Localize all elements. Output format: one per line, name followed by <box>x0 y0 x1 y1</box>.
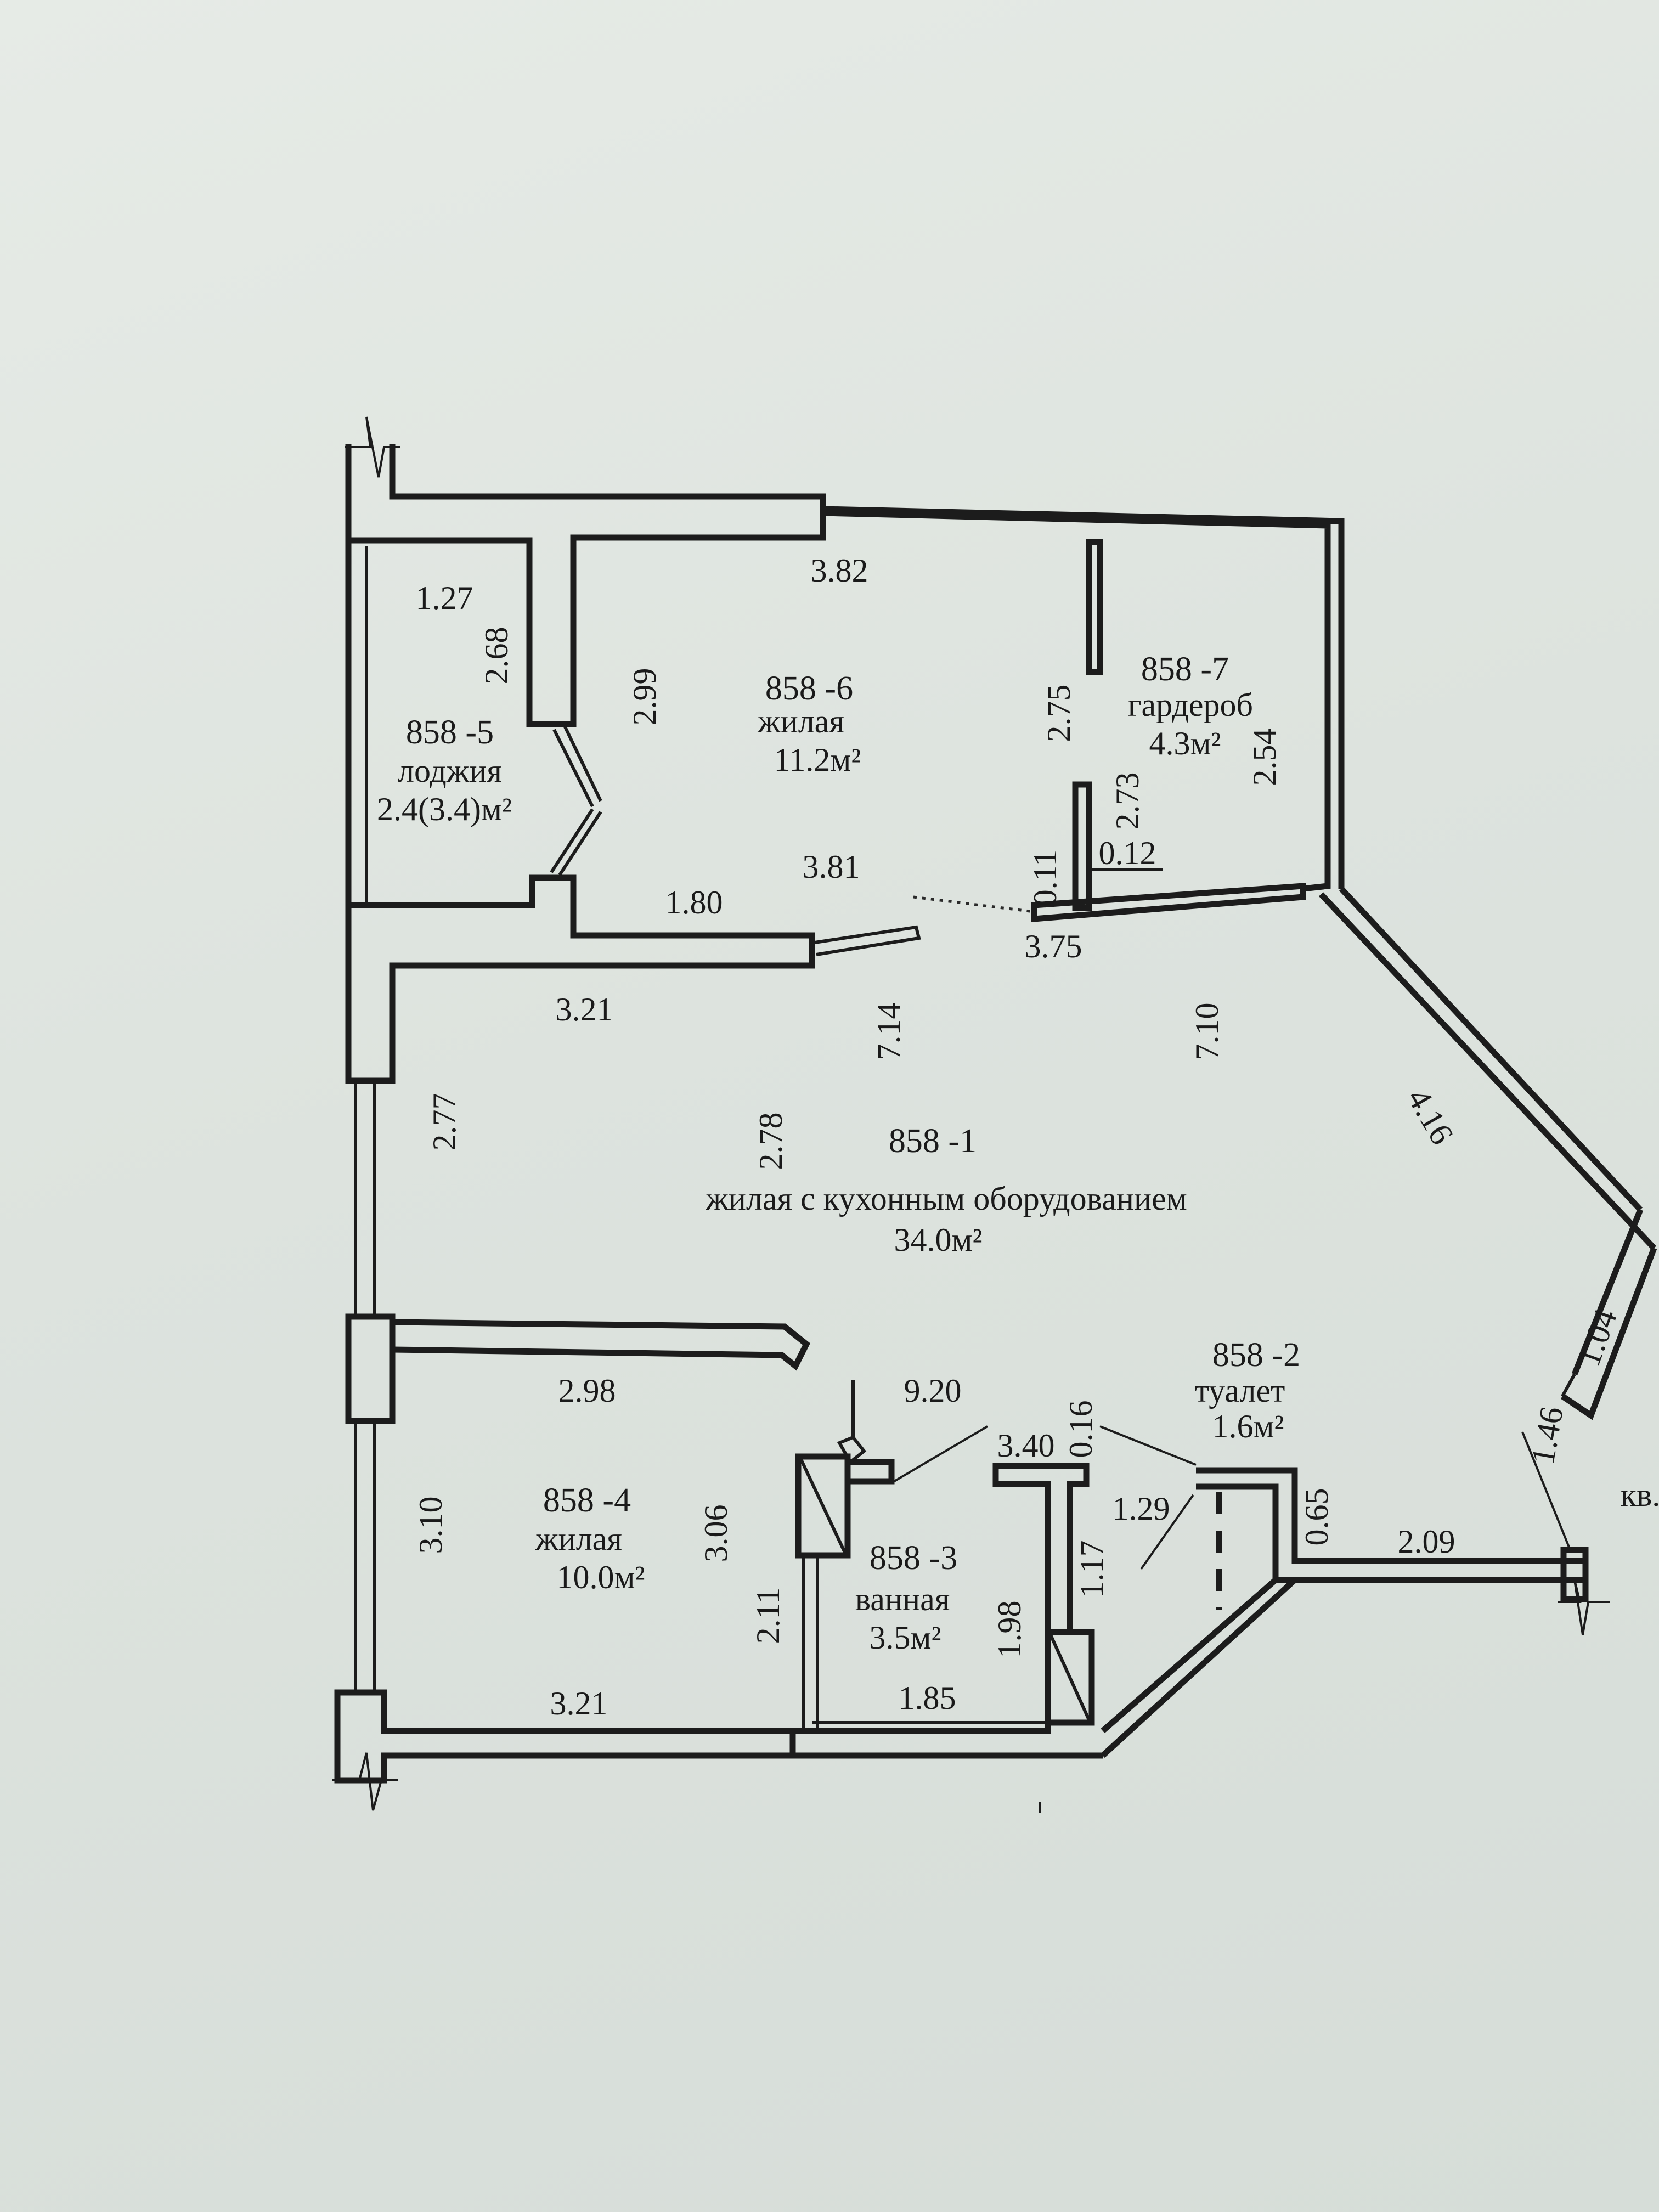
dim-9-20: 9.20 <box>904 1373 962 1409</box>
leader-1-29 <box>1140 1494 1194 1570</box>
dim-0-12: 0.12 <box>1099 835 1156 871</box>
room-858-2-name: туалет <box>1195 1373 1285 1409</box>
wall-toilet <box>1196 1467 1589 1583</box>
dim-7-14: 7.14 <box>871 1003 907 1060</box>
room-858-5-id: 858 -5 <box>406 714 494 751</box>
dim-1-27: 1.27 <box>416 580 473 616</box>
dim-2-68: 2.68 <box>478 627 515 685</box>
room-858-7-name: гардероб <box>1128 687 1253 723</box>
wall-bath-left-thin <box>802 1555 819 1731</box>
leader-0-16 <box>1099 1425 1197 1466</box>
marker-bath <box>837 1380 867 1465</box>
room-858-3-id: 858 -3 <box>870 1539 957 1577</box>
duct-hatch-left <box>799 1458 847 1554</box>
dim-2-77: 2.77 <box>426 1093 462 1151</box>
wall-top <box>822 510 1331 892</box>
dim-7-10: 7.10 <box>1189 1003 1225 1060</box>
dim-3-40: 3.40 <box>997 1427 1055 1464</box>
dim-2-73: 2.73 <box>1109 772 1146 830</box>
wall-bath-left <box>795 1453 851 1559</box>
wardrobe-partition-top <box>1086 539 1103 675</box>
dim-1-85: 1.85 <box>899 1680 956 1716</box>
room-858-7-area: 4.3м² <box>1149 725 1221 761</box>
dim-3-81: 3.81 <box>803 849 860 885</box>
room-858-6-name: жилая <box>757 703 844 740</box>
wall-bedroom-858-4-top <box>392 1319 810 1371</box>
room-858-1-id: 858 -1 <box>889 1122 977 1160</box>
dim-1-04: 1.04 <box>1570 1305 1624 1371</box>
room-858-4-id: 858 -4 <box>543 1482 631 1519</box>
dim-3-21-bottom: 3.21 <box>550 1685 608 1722</box>
dim-1-17: 1.17 <box>1074 1541 1110 1598</box>
dim-3-21-top: 3.21 <box>556 991 613 1028</box>
dim-2-11: 2.11 <box>750 1588 786 1644</box>
dim-2-75: 2.75 <box>1041 685 1077 742</box>
dim-0-65: 0.65 <box>1299 1488 1335 1546</box>
wall-toilet-diagonal <box>1101 1577 1297 1758</box>
door-bedroom-858-6 <box>814 925 921 956</box>
dim-2-98: 2.98 <box>558 1373 616 1409</box>
dim-3-06: 3.06 <box>698 1505 734 1562</box>
dim-1-46: 1.46 <box>1525 1404 1570 1467</box>
wall-top-outer <box>822 506 1345 889</box>
loggia-door <box>550 726 602 876</box>
dim-1-98: 1.98 <box>991 1601 1028 1658</box>
room-858-7-id: 858 -7 <box>1141 651 1229 688</box>
room-858-6-area: 11.2м² <box>774 742 861 778</box>
dim-2-99: 2.99 <box>627 668 663 726</box>
room-858-6-id: 858 -6 <box>765 670 853 707</box>
room-858-2-id: 858 -2 <box>1212 1336 1300 1374</box>
dim-0-16: 0.16 <box>1063 1401 1099 1458</box>
duct-hatch-right <box>1049 1634 1091 1721</box>
room-858-3-area: 3.5м² <box>870 1620 941 1656</box>
window-left-bedroom <box>354 1421 376 1692</box>
wall-diagonal-inner <box>1339 887 1643 1212</box>
room-858-2-area: 1.6м² <box>1212 1408 1284 1444</box>
room-858-5-name: лоджия <box>398 753 502 789</box>
wall-diagonal <box>1318 892 1657 1250</box>
wall-entry-right <box>1560 1547 1589 1602</box>
dim-3-75: 3.75 <box>1025 928 1082 964</box>
room-858-3-name: ванная <box>855 1581 950 1617</box>
door-swing-858-6 <box>913 895 1035 913</box>
leader-9-20 <box>893 1425 989 1482</box>
window-left-living <box>354 1081 376 1317</box>
room-858-1-area: 34.0м² <box>894 1222 983 1258</box>
dim-2-54: 2.54 <box>1246 729 1283 786</box>
wardrobe-bottom-wall <box>1031 883 1306 922</box>
dim-1-29: 1.29 <box>1113 1491 1170 1527</box>
wall-left-mid <box>345 874 815 1084</box>
room-858-4-area: 10.0м² <box>557 1559 645 1595</box>
wall-top-left <box>345 444 826 727</box>
duct-right <box>1045 1629 1095 1726</box>
wall-corner-fill <box>1561 1373 1576 1397</box>
side-label-kv: кв. <box>1621 1477 1659 1513</box>
wall-corner <box>1560 1247 1657 1420</box>
dim-3-82: 3.82 <box>811 552 868 589</box>
wall-corner-inner <box>1571 1208 1644 1376</box>
dim-0-11: 0.11 <box>1027 850 1063 906</box>
room-858-4-name: жилая <box>535 1521 622 1557</box>
wall-bath-bottom <box>793 1725 1103 1759</box>
dim-3-10: 3.10 <box>413 1497 449 1554</box>
wall-break-top-icon <box>345 416 400 478</box>
room-858-1-name: жилая с кухонным оборудованием <box>705 1181 1187 1217</box>
dim-2-78: 2.78 <box>753 1113 789 1170</box>
leader-1-46 <box>1521 1431 1570 1548</box>
wardrobe-partition-low <box>1072 781 1092 911</box>
dim-1-80: 1.80 <box>665 884 723 921</box>
pillar-left <box>345 1313 396 1424</box>
dim-4-16: 4.16 <box>1400 1082 1460 1150</box>
room-858-5-area: 2.4(3.4)м² <box>377 791 512 827</box>
wall-bath-notch <box>848 1459 895 1485</box>
dim-2-09: 2.09 <box>1398 1523 1455 1560</box>
